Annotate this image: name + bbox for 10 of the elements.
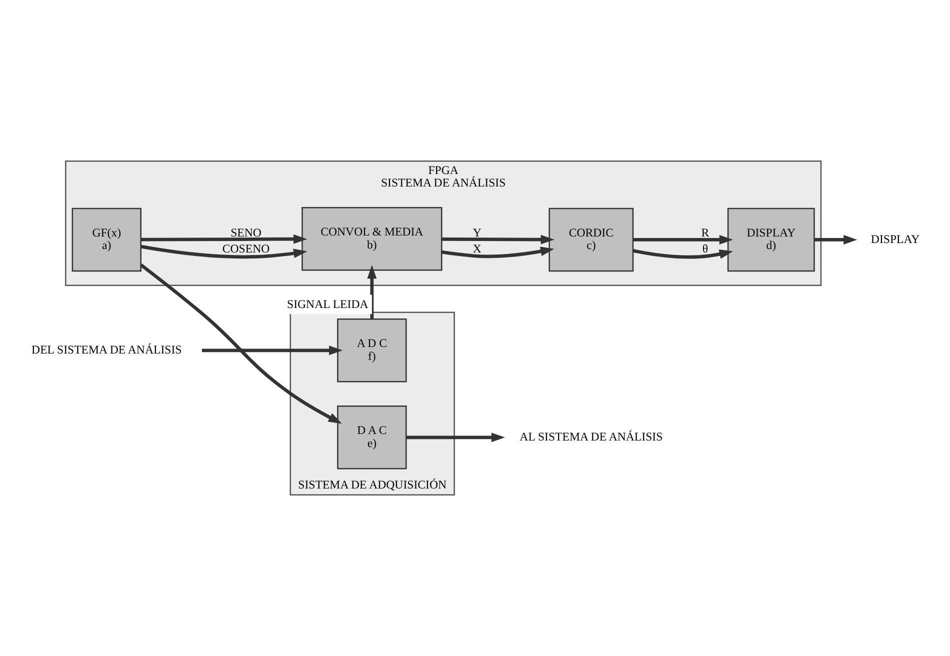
edge-label: Y [472, 226, 482, 240]
node-text: DISPLAY [870, 232, 920, 246]
edge-label: COSENO [222, 242, 270, 256]
edge-label: SIGNAL LEIDA [287, 297, 368, 312]
edge-label: R [701, 226, 710, 240]
node-text: AL SISTEMA DE ANÁLISIS [520, 430, 663, 444]
edge-label: SENO [230, 226, 262, 240]
node-text: DEL SISTEMA DE ANÁLISIS [32, 342, 182, 357]
edge-label: θ [702, 242, 708, 256]
edge-label: X [472, 242, 482, 256]
